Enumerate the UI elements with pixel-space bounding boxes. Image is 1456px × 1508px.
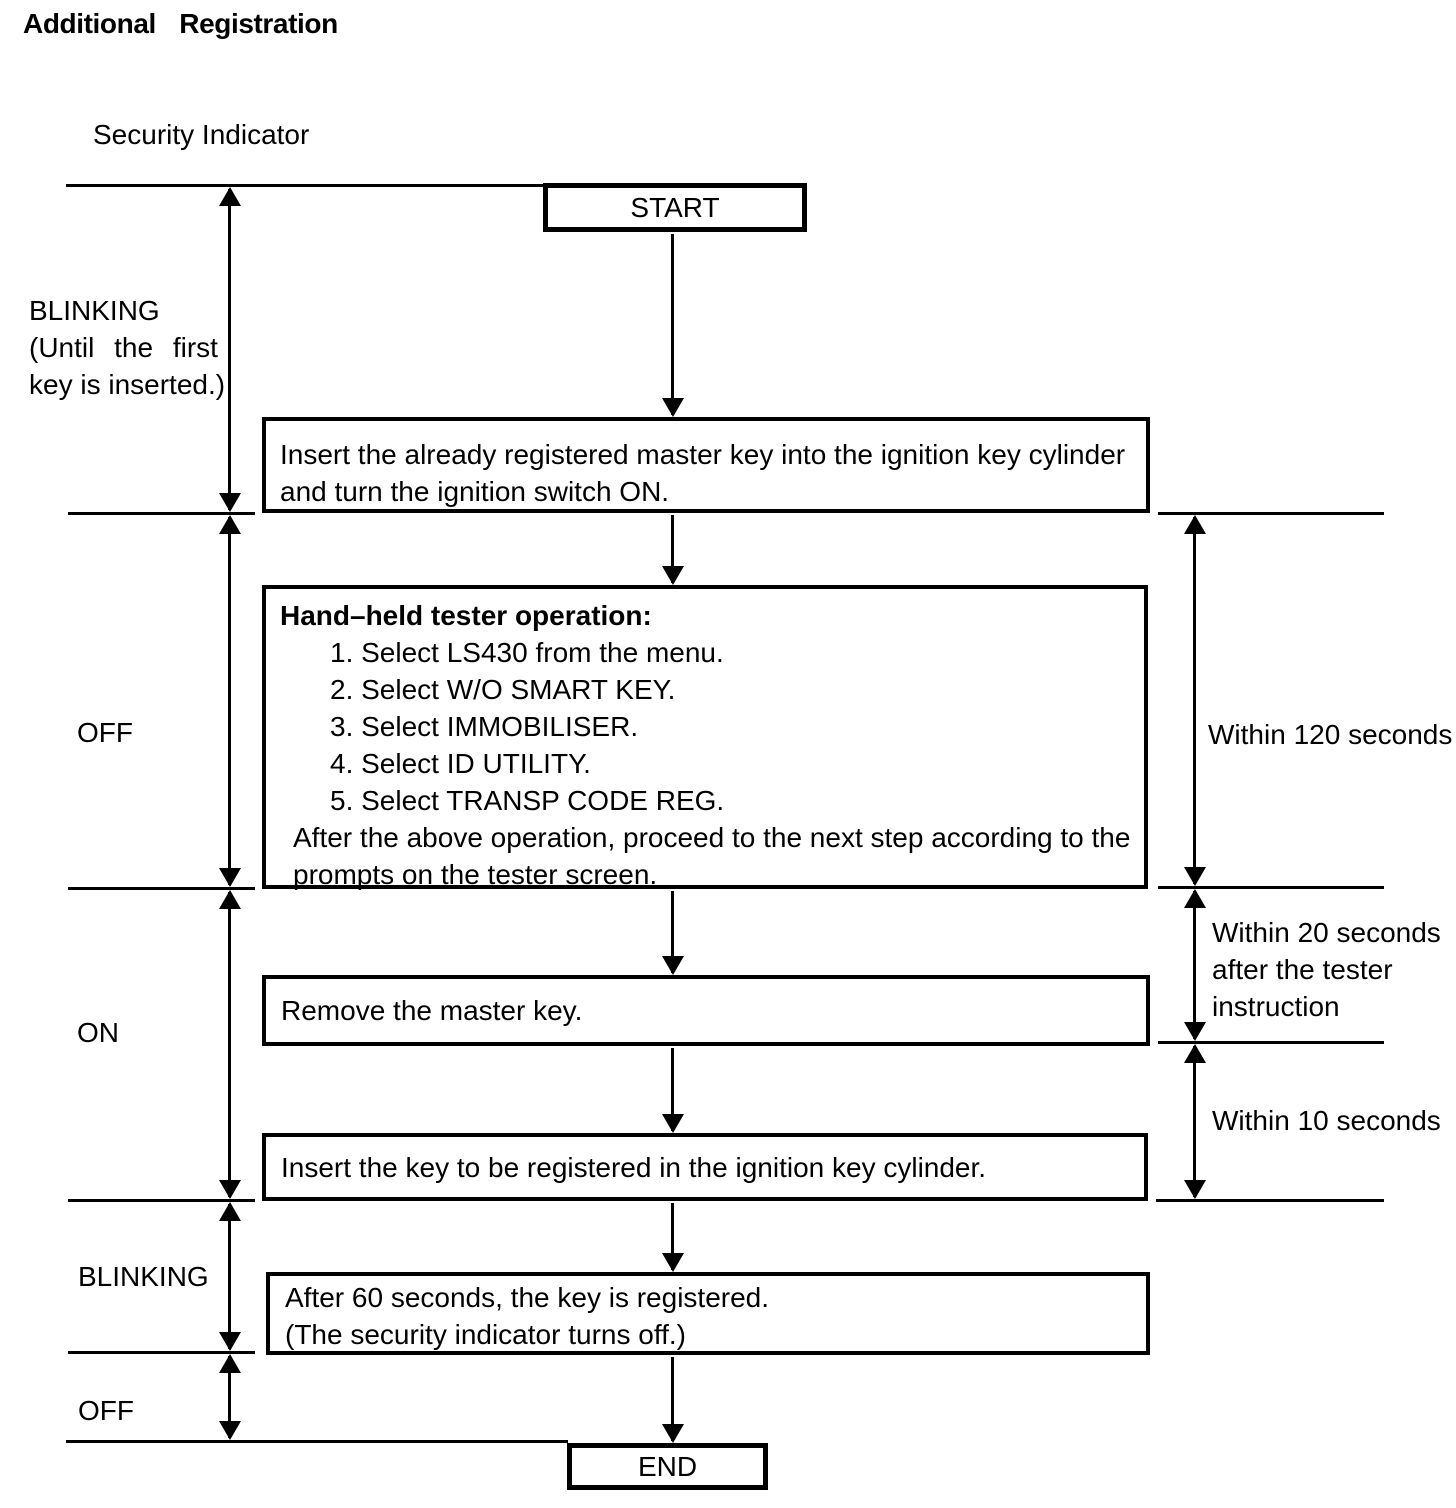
duration-line: instruction [1212,991,1340,1022]
arrow-shaft [1193,891,1196,1039]
tester-operation-step: 1. Select LS430 from the menu. [330,637,724,668]
connector-start-to-insert-master [661,232,685,417]
duration-line: after the tester [1212,954,1393,985]
arrowhead-down-icon [662,1114,684,1133]
state-line: BLINKING [29,295,160,326]
arrow-shaft [228,517,231,885]
timeline-rule-1 [66,184,545,187]
duration-span-arrow-120s [1183,515,1207,886]
connector-insert-new-to-registered [661,1201,685,1272]
timeline-span-arrow-off2 [218,1354,242,1440]
arrow-shaft [228,892,231,1197]
arrowhead-up-icon [219,187,241,206]
arrowhead-down-icon [662,1424,684,1443]
timeline-rule-3 [68,887,255,890]
start-node-label: START [630,191,720,223]
arrow-shaft [1193,1046,1196,1197]
step-line: Remove the master key. [281,995,583,1026]
tester-operation-heading: Hand–held tester operation: [280,600,652,631]
state-line: key is inserted.) [29,369,226,400]
indicator-state-off2: OFF [78,1395,134,1426]
arrowhead-up-icon [219,1202,241,1221]
arrow-shaft [1193,517,1196,884]
indicator-state-blinking-until-first-key: BLINKING (Until the first key is inserte… [29,292,225,403]
timeline-rule-6 [66,1440,568,1443]
end-node-label: END [637,1450,698,1482]
connector-insert-master-to-tester [661,513,685,585]
tester-operation-step: 5. Select TRANSP CODE REG. [330,785,725,816]
timeline-rule-5 [68,1351,255,1354]
duration-span-arrow-20s [1183,889,1207,1041]
tester-operation-step: 3. Select IMMOBILISER. [330,711,639,742]
step-line: (The security indicator turns off.) [285,1319,686,1350]
arrowhead-down-icon [219,868,241,887]
arrowhead-up-icon [219,515,241,534]
arrowhead-down-icon [662,566,684,585]
arrow-shaft [671,515,674,583]
page-title: Additional Registration [23,8,338,39]
arrowhead-down-icon [219,1180,241,1199]
security-indicator-label: Security Indicator [93,119,310,150]
arrowhead-down-icon [1184,1180,1206,1199]
arrowhead-down-icon [219,1421,241,1440]
tester-operation-step: 2. Select W/O SMART KEY. [330,674,676,705]
step-line: Insert the key to be registered in the i… [281,1151,987,1183]
step-insert-master-key: Insert the already registered master key… [262,417,1150,513]
connector-tester-to-remove [661,889,685,975]
step-registration-complete: After 60 seconds, the key is registered.… [266,1272,1150,1355]
timeline-span-arrow-off1 [218,515,242,887]
connector-registered-to-end [661,1355,685,1443]
indicator-state-on: ON [77,1017,119,1048]
arrowhead-up-icon [1184,889,1206,908]
arrowhead-down-icon [1184,1022,1206,1041]
tester-operation-footer-line: prompts on the tester screen. [293,859,658,890]
arrow-shaft [671,234,674,415]
step-line: After 60 seconds, the key is registered. [285,1282,770,1313]
duration-span-arrow-10s [1183,1044,1207,1199]
duration-label-10s: Within 10 seconds [1212,1105,1441,1136]
arrowhead-down-icon [1184,867,1206,886]
arrow-shaft [671,891,674,973]
step-tester-operation: Hand–held tester operation: 1. Select LS… [262,585,1148,890]
arrowhead-down-icon [662,956,684,975]
step-line: and turn the ignition switch ON. [280,476,670,507]
arrow-shaft [671,1203,674,1270]
arrow-shaft [228,189,231,510]
duration-line: Within 20 seconds [1212,917,1441,948]
duration-label-120s: Within 120 seconds [1208,719,1453,750]
timeline-rule-4 [68,1199,255,1202]
arrowhead-down-icon [219,1332,241,1351]
duration-label-20s: Within 20 seconds after the tester instr… [1212,914,1441,1025]
timeline-span-arrow-blinking1 [218,187,242,512]
tester-operation-step: 4. Select ID UTILITY. [330,748,591,779]
duration-rule-3 [1158,1041,1384,1044]
timeline-span-arrow-blinking2 [218,1202,242,1351]
tester-operation-footer-line: After the above operation, proceed to th… [293,822,1131,853]
arrowhead-down-icon [662,398,684,417]
duration-rule-2 [1158,886,1384,889]
step-line: Insert the already registered master key… [280,439,1126,470]
timeline-rule-2 [68,512,255,515]
arrowhead-up-icon [1184,1044,1206,1063]
arrow-shaft [228,1204,231,1349]
end-node: END [567,1443,768,1490]
step-insert-new-key: Insert the key to be registered in the i… [262,1133,1148,1201]
step-remove-master-key: Remove the master key. [262,975,1150,1046]
state-line: (Until the first [29,332,218,363]
arrowhead-up-icon [219,1354,241,1373]
start-node: START [543,183,807,232]
arrow-shaft [228,1356,231,1438]
duration-rule-1 [1158,512,1384,515]
arrowhead-down-icon [662,1253,684,1272]
arrow-shaft [671,1357,674,1441]
arrowhead-up-icon [219,890,241,909]
indicator-state-off1: OFF [77,717,133,748]
connector-remove-to-insert-new [661,1046,685,1133]
arrow-shaft [671,1048,674,1131]
duration-rule-4 [1156,1199,1384,1202]
arrowhead-down-icon [219,493,241,512]
arrowhead-up-icon [1184,515,1206,534]
indicator-state-blinking2: BLINKING [78,1261,209,1292]
timeline-span-arrow-on [218,890,242,1199]
